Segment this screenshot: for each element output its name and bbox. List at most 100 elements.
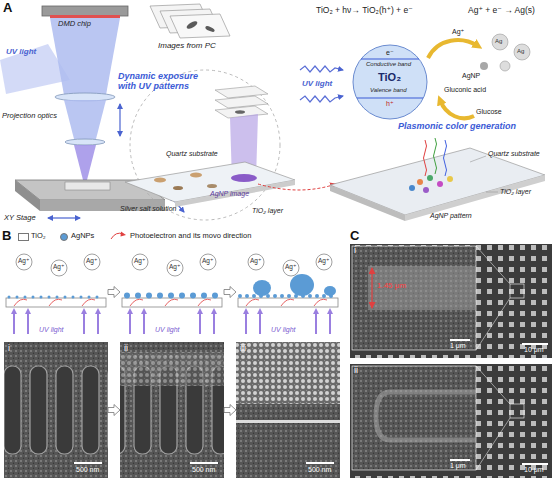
scale-label: 10 μm [524, 466, 544, 474]
arrow-head [121, 232, 127, 237]
uv-beam [50, 18, 120, 95]
leader-line [470, 156, 486, 162]
sem-array [350, 244, 552, 358]
ion-label: Ag⁺ [285, 263, 296, 270]
step-arrow [224, 287, 236, 298]
optics-arrow [119, 104, 120, 136]
agnp-grown [240, 294, 338, 298]
sem-panel: ii 500 nm [120, 342, 224, 478]
scale-bar [450, 339, 470, 341]
oxidation-arrow [440, 100, 474, 118]
electron-label: e⁻ [386, 49, 394, 57]
uv-label: UV light [271, 326, 296, 334]
light-label: UV light [6, 48, 36, 57]
part-label: Quartz substrate [166, 150, 218, 158]
scale-label: 500 nm [192, 466, 215, 474]
agnp-large [324, 286, 336, 296]
leader-line [486, 192, 498, 193]
sem-pillars [4, 360, 108, 456]
stage-arrow [48, 217, 80, 218]
agnp-pattern-dot [447, 176, 453, 182]
panel-index: ii [354, 366, 358, 376]
step-arrow [108, 287, 120, 298]
sem-panel: i500 nm [4, 342, 108, 478]
step-title: Plasmonic color generation [398, 122, 516, 132]
silver-salt-particle [190, 173, 202, 178]
sem-interface [236, 420, 340, 423]
reaction-equation: TiO₂ + hν→ TiO₂(h⁺) + e⁻ [316, 6, 413, 15]
panel-index: ii [124, 344, 128, 354]
tio2-layer-edge [405, 175, 545, 221]
part-label: Projection optics [2, 112, 57, 120]
species-label: Glucose [476, 108, 502, 116]
scale-bar [522, 343, 548, 345]
sem-inset [352, 366, 476, 470]
species-label: AgNP [462, 72, 480, 80]
silver-feature [376, 392, 476, 440]
ion-label: Ag⁺ [18, 257, 29, 264]
agnp-pattern-dot [409, 185, 415, 191]
band-label: Conductive band [366, 61, 411, 68]
part-label: TiO₂ layer [252, 207, 283, 215]
scale-label: 1 μm [450, 462, 466, 470]
agnp-grown [127, 293, 220, 299]
growth-step-box: Ag⁺ Ag⁺ Ag⁺ UV light [236, 248, 340, 336]
cell-image [235, 110, 245, 114]
panel-index: i [354, 246, 356, 256]
ion-label: Ag⁺ [169, 263, 180, 270]
scale-bar [306, 462, 334, 464]
sem-image [4, 342, 108, 478]
panel-letter: A [3, 1, 12, 15]
legend-text: TiO₂ [31, 232, 46, 240]
silver-salt-particle [173, 186, 183, 190]
part-label: XY Stage [4, 214, 36, 222]
hole-label: h⁺ [386, 100, 394, 108]
scale-bar [190, 462, 218, 464]
scale-bar [74, 462, 102, 464]
panel-letter: C [350, 229, 359, 243]
plasmonic-substrate [330, 148, 545, 215]
conduction-band [361, 58, 419, 59]
atom-label: Ag [517, 48, 524, 55]
ion-label: Ag⁺ [318, 257, 329, 264]
scale-bar [522, 463, 548, 465]
lens [55, 93, 115, 101]
ion-label: Ag⁺ [86, 257, 97, 264]
sem-image [236, 342, 340, 478]
zoom-line [476, 298, 510, 350]
agnp-image [231, 174, 257, 182]
tio2-particle: e⁻Conductive bandTiO₂Valence bandh⁺ [352, 44, 428, 120]
ion-label: Ag⁺ [250, 257, 261, 264]
cell-image [186, 20, 199, 30]
scattered-light [444, 140, 447, 176]
legend-swatch [18, 233, 29, 241]
uv-wave [300, 96, 343, 102]
xy-stage-side [15, 180, 40, 211]
uv-beam [64, 100, 106, 139]
pattern-slide [215, 96, 268, 108]
agnp-dot [480, 62, 488, 70]
uv-wave [300, 66, 343, 72]
sem-particles [120, 352, 224, 386]
sem-panel: iii500 nm [236, 342, 340, 478]
part-label: TiO₂ layer [500, 188, 531, 196]
part-label: Silver salt solution [120, 205, 176, 213]
legend-text: AgNPs [71, 232, 94, 240]
panel-index: iii [240, 344, 246, 354]
reduction-arrow [428, 40, 478, 58]
sem-array [350, 364, 552, 478]
scale-label: 1 μm [450, 342, 466, 350]
growth-step-box: Ag⁺Ag⁺Ag⁺UV light [120, 248, 224, 336]
sem-particles [236, 342, 340, 404]
part-label: AgNP image [210, 190, 249, 198]
legend-text: Photoelectron and its movo direction [130, 232, 251, 240]
tio2-layer [175, 180, 295, 207]
step-arrow [224, 405, 236, 416]
atom-label: Ag [495, 38, 502, 45]
silver-atom [492, 34, 508, 50]
part-label: Quartz substrate [488, 150, 540, 158]
ion-label: Ag⁺ [53, 263, 64, 270]
figure-panel: Ci1.45 μm1 μm10 μmii1 μm10 μm [346, 228, 554, 482]
scattered-light [434, 138, 437, 174]
